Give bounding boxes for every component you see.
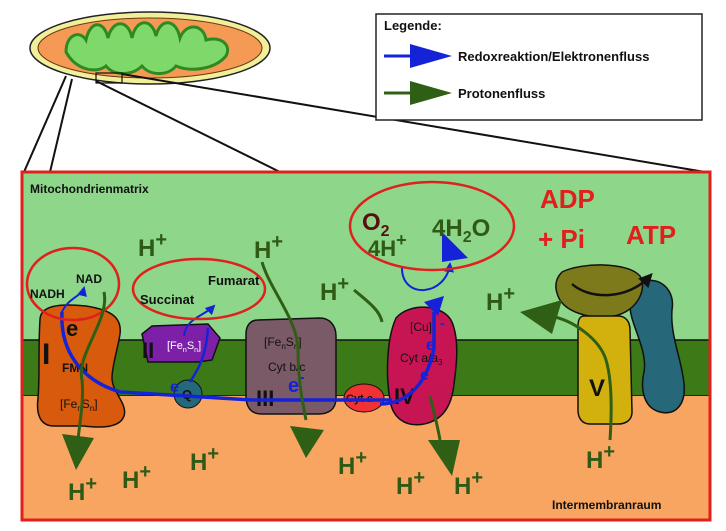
four-h-label: 4H+ <box>368 230 407 261</box>
complex-iii-cyt: Cyt b/c <box>268 360 305 374</box>
succinat-label: Succinat <box>140 292 195 307</box>
proton-label: H+ <box>122 461 151 494</box>
nad-label: NAD <box>76 272 102 286</box>
complex-iv-cyt: Cyt a/a3 <box>400 351 443 367</box>
legend-title: Legende: <box>384 18 442 33</box>
water-formation-arrowhead <box>442 232 468 262</box>
proton-flows <box>76 261 613 441</box>
atp-label: ATP <box>626 220 676 250</box>
legend-proton-label: Protonenfluss <box>458 86 545 101</box>
fumarat-label: Fumarat <box>208 273 260 288</box>
legend-proton-arrow-icon <box>410 81 452 105</box>
electron-label-4: e <box>426 337 435 354</box>
complex-i-numeral: I <box>42 338 50 371</box>
proton-label: H+ <box>454 467 483 500</box>
complex-ii-fes: [FenSn] <box>167 340 201 354</box>
proton-labels: H+ H+ H+ H+ H+ H+ H+ H+ H+ H+ H+ <box>68 229 615 506</box>
legend-redox-arrow-icon <box>410 44 452 68</box>
pi-label: + Pi <box>538 224 585 254</box>
mitochondrion-thumbnail <box>29 11 271 85</box>
nadh-label: NADH <box>30 287 65 301</box>
succinat-highlight <box>131 257 267 321</box>
complex-ii: II [FenSn] <box>141 323 221 363</box>
electron-label-6: - <box>440 315 445 331</box>
proton-label: H+ <box>586 441 615 474</box>
complex-ii-numeral: II <box>142 338 154 363</box>
electron-label-2: e <box>170 379 179 396</box>
complex-i-fes: [FenSn] <box>60 397 98 413</box>
electron-flow <box>60 262 454 406</box>
zoom-lines <box>23 73 706 173</box>
proton-label: H+ <box>486 283 515 316</box>
matrix-label: Mitochondrienmatrix <box>30 182 149 196</box>
electron-label-1: e- <box>66 308 84 341</box>
legend: Legende: Redoxreaktion/Elektronenfluss P… <box>375 13 703 121</box>
o2-label: O2 <box>362 209 390 240</box>
complex-v-numeral: V <box>589 375 605 402</box>
legend-redox-label: Redoxreaktion/Elektronenfluss <box>458 49 649 64</box>
proton-label: H+ <box>320 273 349 306</box>
proton-label: H+ <box>190 443 219 476</box>
intermembrane-label: Intermembranraum <box>552 498 661 512</box>
complex-iv-cu: [Cu] <box>410 320 432 334</box>
complex-iii-fes: [FenSn] <box>264 335 302 351</box>
proton-label: H+ <box>68 473 97 506</box>
frame-border <box>20 170 712 522</box>
electron-label-5: e <box>420 367 429 384</box>
complex-v: V <box>555 264 685 425</box>
water-label: 4H2O <box>432 215 490 246</box>
proton-label: H+ <box>138 229 167 262</box>
cytochrome-c-ellipse <box>343 383 385 413</box>
proton-arrowheads <box>62 300 562 476</box>
complex-iv-arrowhead <box>424 296 444 316</box>
electron-label-3: e- <box>288 369 304 397</box>
adp-label: ADP <box>540 184 595 214</box>
proton-label: H+ <box>254 231 283 264</box>
proton-label: H+ <box>396 467 425 500</box>
proton-label: H+ <box>338 447 367 480</box>
complex-iv: [Cu] Cyt a/a3 IV <box>386 306 458 426</box>
atp-synthesis-arrow <box>571 273 653 297</box>
nad-highlight <box>25 246 121 322</box>
complex-iii: [FenSn] Cyt b/c III <box>245 317 337 415</box>
oxygen-highlight <box>348 180 516 272</box>
